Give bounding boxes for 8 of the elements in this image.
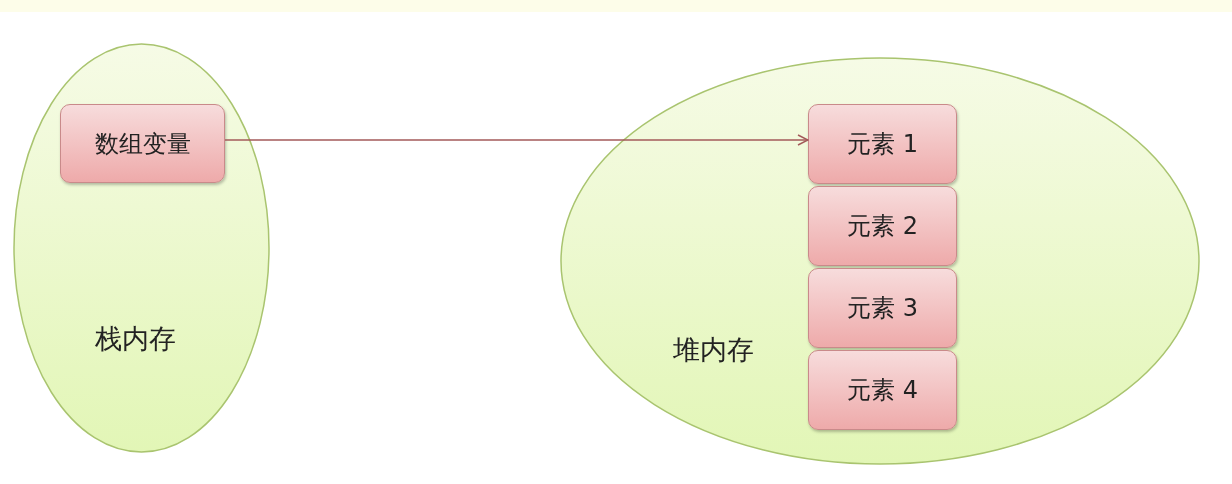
element-box: 元素 1 (808, 104, 957, 184)
memory-label: 栈内存 (95, 322, 176, 356)
arrow (224, 134, 809, 146)
element-box: 元素 4 (808, 350, 957, 430)
memory-label: 堆内存 (673, 333, 754, 367)
element-box: 元素 2 (808, 186, 957, 266)
variable-box: 数组变量 (60, 104, 225, 183)
element-box: 元素 3 (808, 268, 957, 348)
